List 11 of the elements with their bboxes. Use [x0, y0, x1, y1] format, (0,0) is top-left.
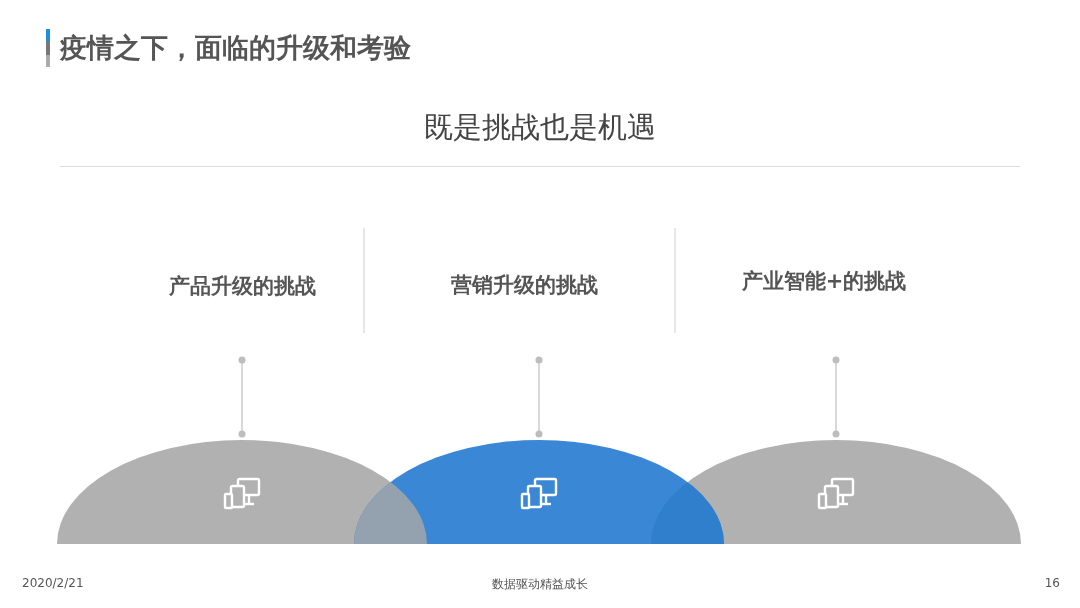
leader-line — [535, 356, 543, 438]
leader-line — [832, 356, 840, 438]
challenge-heading: 产品升级的挑战 — [168, 273, 316, 300]
challenge-heading: 营销升级的挑战 — [450, 272, 598, 299]
footer-text: 数据驱动精益成长 — [492, 576, 588, 593]
leader-line — [238, 356, 246, 438]
slide-title: 疫情之下，面临的升级和考验 — [60, 31, 411, 65]
subtitle: 既是挑战也是机遇 — [424, 109, 656, 146]
date-text: 2020/2/21 — [22, 576, 84, 590]
challenge-heading: 产业智能+的挑战 — [741, 268, 907, 295]
page-number: 16 — [1044, 576, 1060, 590]
